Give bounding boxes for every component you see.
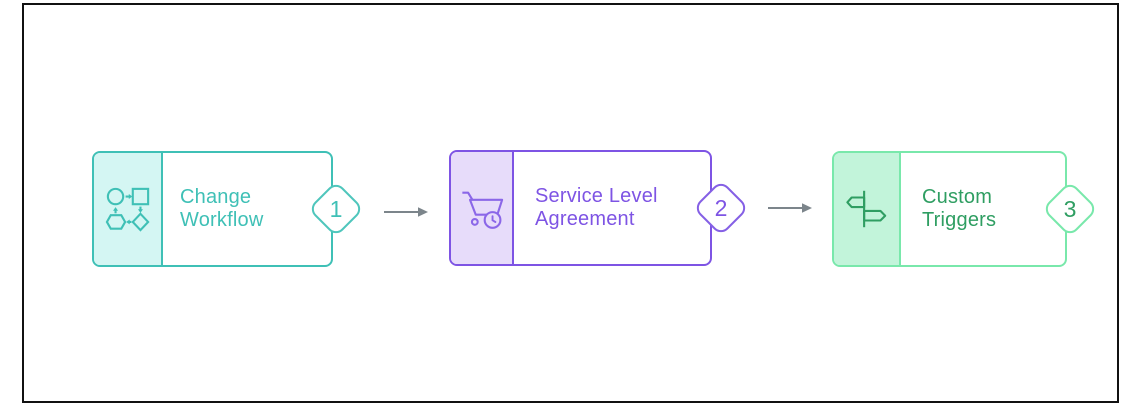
step-card-service-level-agreement: Service Level Agreement 2 xyxy=(449,150,750,266)
flow-arrow-icon xyxy=(384,207,428,217)
flow-arrow-icon xyxy=(768,203,812,213)
step-card-custom-triggers: Custom Triggers 3 xyxy=(832,151,1099,267)
diagram-frame: Change Workflow 1 Service Level Agreemen… xyxy=(22,3,1119,403)
step-label: Change Workflow xyxy=(180,186,264,231)
workflow-icon xyxy=(105,187,150,232)
cart-clock-icon xyxy=(461,191,503,229)
step-icon-section xyxy=(451,152,514,264)
step-card-change-workflow: Change Workflow 1 xyxy=(92,151,365,267)
step-label: Custom Triggers xyxy=(922,186,997,231)
signpost-icon xyxy=(845,190,886,228)
step-number: 3 xyxy=(1063,195,1077,222)
step-number: 2 xyxy=(714,194,728,221)
step-icon-section xyxy=(834,153,901,265)
step-icon-section xyxy=(94,153,163,265)
step-number: 1 xyxy=(329,195,343,222)
step-label: Service Level Agreement xyxy=(535,185,658,230)
